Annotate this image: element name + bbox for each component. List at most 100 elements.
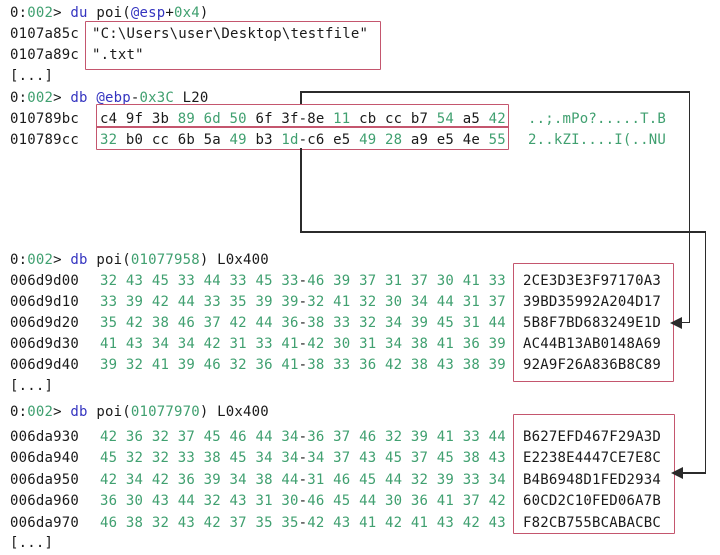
hex-byte: 33 [281, 273, 299, 289]
connector-right-vertical-2 [704, 231, 706, 474]
byte-separator: - [298, 315, 308, 331]
hex-bytes: 35 42 38 46 37 42 44 36-38 33 32 34 39 4… [100, 314, 506, 332]
hex-byte: 32 [359, 315, 377, 331]
address: 010789bc [10, 111, 80, 127]
hex-byte: 42 [100, 429, 118, 445]
hex-byte: 41 [281, 357, 299, 373]
hex-byte: 32 [151, 429, 170, 445]
hex-byte: 45 [436, 450, 455, 466]
connector-arrow2-segment [682, 472, 706, 474]
byte-separator [117, 429, 126, 445]
cmd-token: 01077970 [130, 404, 200, 420]
hex-byte: 45 [151, 273, 170, 289]
byte-separator [428, 493, 437, 509]
byte-separator [428, 315, 437, 331]
byte-separator [428, 336, 437, 352]
address: 006d9d20 [10, 315, 80, 331]
byte-separator [169, 336, 178, 352]
hex-byte: 39 [410, 429, 429, 445]
hex-byte: 32 [229, 357, 247, 373]
byte-separator [325, 493, 334, 509]
hex-byte: 5a [203, 132, 221, 148]
hex-byte: 32 [100, 132, 118, 148]
ascii-column: 2CE3D3E3F97170A3 [523, 273, 662, 289]
hex-byte: b3 [255, 132, 273, 148]
byte-separator [402, 336, 411, 352]
hex-byte: 38 [410, 357, 429, 373]
cmd-token: > [53, 252, 71, 268]
ascii-column: 39BD35992A204D17 [523, 294, 662, 310]
hex-byte: b0 [125, 132, 144, 148]
byte-separator [195, 315, 204, 331]
hex-bytes: 36 30 43 44 32 43 31 30-46 45 44 30 36 4… [100, 492, 506, 510]
hex-byte: 41 [410, 515, 429, 531]
byte-separator [402, 493, 411, 509]
byte-separator [402, 273, 411, 289]
hex-byte: 31 [307, 472, 325, 488]
hex-byte: 43 [359, 450, 377, 466]
byte-separator [454, 450, 463, 466]
hex-byte: cc [151, 132, 170, 148]
hex-bytes: 32 43 45 33 44 33 45 33-46 39 37 31 37 3… [100, 272, 506, 290]
address: 0107a85c [10, 26, 80, 42]
cmd-token: ) [199, 5, 209, 21]
hex-byte: 34 [488, 472, 506, 488]
string-output-row: 0107a85c"C:\Users\user\Desktop\testfile" [0, 25, 720, 43]
hex-byte: 32 [151, 450, 170, 466]
hex-byte: 46 [203, 357, 221, 373]
hex-byte: 46 [359, 429, 377, 445]
byte-separator [169, 273, 178, 289]
hex-byte: 49 [359, 132, 377, 148]
hex-byte: 39 [203, 472, 221, 488]
hex-byte: 37 [410, 450, 429, 466]
byte-separator [376, 515, 385, 531]
highlight-box-hexdump1-ascii [513, 263, 674, 382]
hex-byte: 46 [100, 515, 118, 531]
byte-separator [143, 357, 152, 373]
byte-separator [428, 429, 437, 445]
byte-separator [169, 472, 178, 488]
byte-separator [402, 357, 411, 373]
cmd-token: L20 [174, 90, 209, 106]
connector-left-vertical-lower [300, 148, 302, 232]
byte-separator [376, 315, 385, 331]
byte-separator [428, 450, 437, 466]
hex-byte: 9f [125, 111, 144, 127]
hex-byte: 34 [177, 336, 195, 352]
hex-byte: 43 [125, 336, 144, 352]
byte-separator [221, 493, 230, 509]
byte-separator [480, 273, 489, 289]
hex-byte: 30 [333, 336, 351, 352]
hex-byte: 36 [255, 357, 273, 373]
cmd-token: > [53, 5, 71, 21]
hex-byte: 43 [151, 493, 170, 509]
byte-separator [350, 336, 359, 352]
byte-separator [350, 472, 359, 488]
cmd-token: db [70, 90, 88, 106]
hex-byte: 46 [229, 429, 247, 445]
command-line: 0:002> db @ebp-0x3C L20 [0, 89, 720, 107]
hex-byte: 43 [333, 515, 351, 531]
hex-byte: 39 [255, 294, 273, 310]
hex-byte: 30 [436, 273, 455, 289]
hex-byte: c4 [100, 111, 118, 127]
hex-byte: 31 [255, 493, 273, 509]
hex-byte: 30 [384, 493, 403, 509]
hex-byte: 39 [125, 294, 144, 310]
hex-byte: 38 [307, 357, 325, 373]
hex-byte: e5 [436, 132, 455, 148]
hex-byte: cb [359, 111, 377, 127]
hex-byte: 33 [203, 294, 221, 310]
byte-separator [480, 336, 489, 352]
ellipsis-line: [...] [0, 67, 720, 85]
hex-byte: 39 [281, 294, 299, 310]
ellipsis-text: [...] [10, 378, 54, 394]
byte-separator [221, 336, 230, 352]
hex-byte: 46 [177, 315, 195, 331]
